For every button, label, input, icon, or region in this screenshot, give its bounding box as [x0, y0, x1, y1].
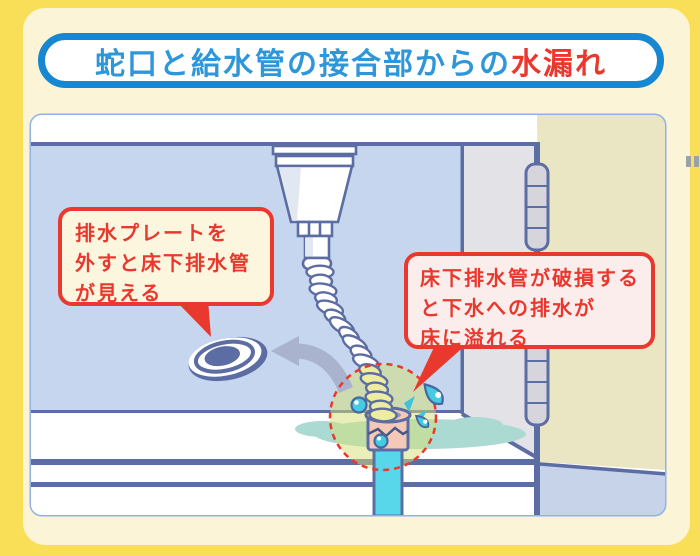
water-drop-small — [414, 414, 430, 429]
outside-floor-edge-line — [539, 462, 667, 476]
callout-right-tail — [413, 343, 468, 392]
title-text: 蛇口と給水管の接合部からの — [95, 47, 511, 81]
edge-artifact-dash — [694, 156, 699, 167]
sink-counter — [30, 113, 537, 142]
sewer-pipe — [372, 444, 404, 517]
callout-line: 床下排水管が破損する — [420, 268, 640, 290]
drain-trap-funnel — [271, 144, 358, 271]
callout-line: 床に溢れる — [420, 328, 530, 350]
pipe-crack — [367, 426, 409, 438]
title-highlight: 水漏れ — [511, 47, 607, 81]
floor-front-edge-line — [30, 459, 534, 465]
water-drop-bottom — [373, 433, 389, 449]
callout-left-tail — [175, 300, 211, 337]
page-title: 蛇口と給水管の接合部からの水漏れ — [38, 33, 664, 88]
floor-base-line — [30, 482, 534, 487]
flexible-drain-hose — [305, 264, 398, 423]
floor-drain-plate — [188, 336, 268, 382]
water-drop-left — [350, 396, 368, 414]
outside-floor — [537, 462, 666, 516]
edge-artifact-dash — [686, 156, 691, 167]
water-drop-big — [423, 382, 444, 406]
leak-highlight-ring — [328, 362, 438, 472]
callout-line: が見える — [75, 283, 163, 305]
callout-drain-plate: 排水プレートを 外すと床下排水管 が見える — [58, 207, 274, 306]
callout-line: と下水への排水が — [420, 298, 596, 320]
wall-floor-junction-line — [30, 410, 462, 413]
sink-counter-edge — [30, 142, 540, 146]
callout-broken-pipe: 床下排水管が破損する と下水への排水が 床に溢れる — [404, 252, 655, 350]
callout-line: 排水プレートを — [75, 223, 229, 245]
callout-line: 外すと床下排水管 — [75, 253, 251, 275]
door-hinge-top — [524, 162, 550, 252]
